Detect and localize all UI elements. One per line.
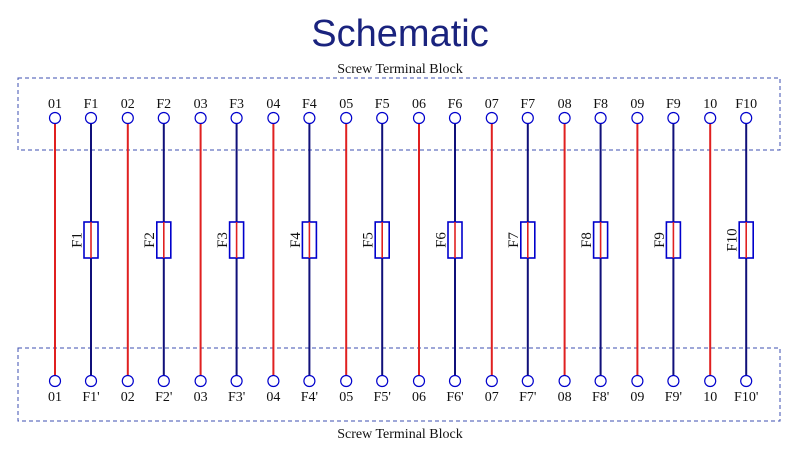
bottom-fuse-label: F8'	[592, 390, 609, 405]
bottom-fuse-label: F6'	[446, 390, 463, 405]
bottom-common-label: 10	[703, 390, 717, 405]
terminal-circle	[667, 374, 680, 388]
bottom-common-label: 04	[266, 390, 280, 405]
top-common-label: 05	[339, 97, 353, 112]
terminal-circle	[48, 374, 62, 388]
terminal-circle	[340, 374, 353, 388]
bottom-fuse-label: F4'	[301, 390, 318, 405]
terminal-circle	[84, 374, 98, 388]
top-fuse-label: F4	[302, 97, 317, 112]
terminal-circle	[412, 374, 426, 388]
bottom-common-label: 08	[558, 390, 572, 405]
fuse-label: F1	[69, 232, 85, 248]
terminal-circle	[267, 111, 280, 125]
page-title: Schematic	[311, 13, 488, 55]
terminal-circle	[194, 374, 207, 388]
bottom-terminal-block	[17, 347, 781, 422]
bottom-common-label: 03	[194, 390, 208, 405]
top-common-label: 07	[485, 97, 499, 112]
bottom-fuse-label: F3'	[228, 390, 245, 405]
fuse-label: F4	[288, 232, 304, 248]
bottom-common-label: 07	[485, 390, 499, 405]
top-common-label: 02	[121, 97, 135, 112]
bottom-fuse-label: F10'	[734, 390, 758, 405]
terminal-circle	[157, 111, 170, 125]
terminal-circle	[448, 374, 462, 388]
bottom-fuse-label: F7'	[519, 390, 536, 405]
bottom-common-label: 02	[121, 390, 135, 405]
terminal-circle	[631, 374, 644, 388]
terminal-circle	[376, 374, 389, 388]
top-fuse-label: F6	[448, 97, 463, 112]
terminal-circle	[340, 111, 353, 125]
fuse-label: F10	[725, 228, 741, 251]
top-fuse-label: F2	[156, 97, 171, 112]
terminal-circle	[521, 374, 534, 388]
terminal-circle	[521, 111, 534, 125]
terminal-circle	[121, 374, 134, 388]
terminal-circle	[230, 374, 243, 388]
top-common-label: 03	[194, 97, 208, 112]
terminal-circle	[448, 111, 462, 125]
terminal-circle	[194, 111, 207, 125]
terminal-circle	[667, 111, 680, 125]
terminal-circle	[485, 111, 498, 125]
terminal-circle	[704, 111, 717, 125]
fuse-label: F5	[361, 232, 377, 248]
top-common-label: 10	[703, 97, 717, 112]
terminal-circle	[157, 374, 170, 388]
top-fuse-label: F5	[375, 97, 390, 112]
top-block-label: Screw Terminal Block	[337, 62, 463, 77]
terminal-circle	[303, 111, 316, 125]
top-terminal-block	[17, 77, 781, 151]
terminal-circle	[230, 111, 243, 125]
top-common-label: 08	[558, 97, 572, 112]
bottom-common-label: 01	[48, 390, 62, 405]
top-common-label: 09	[630, 97, 644, 112]
terminal-circle	[558, 374, 571, 388]
terminal-circle	[740, 111, 753, 125]
top-common-label: 04	[266, 97, 280, 112]
top-fuse-label: F8	[593, 97, 608, 112]
top-fuse-label: F1	[84, 97, 99, 112]
terminal-circle	[594, 111, 607, 125]
terminal-circle	[303, 374, 316, 388]
fuse-label: F7	[506, 232, 522, 248]
terminal-circle	[558, 111, 571, 125]
bottom-common-label: 05	[339, 390, 353, 405]
fuse-label: F2	[142, 232, 158, 248]
top-fuse-label: F7	[520, 97, 535, 112]
top-fuse-label: F9	[666, 97, 681, 112]
bottom-fuse-label: F5'	[374, 390, 391, 405]
top-fuse-label: F10	[735, 97, 757, 112]
terminal-circle	[594, 374, 607, 388]
fuse-label: F6	[433, 232, 449, 248]
bottom-common-label: 06	[412, 390, 426, 405]
top-common-label: 06	[412, 97, 426, 112]
bottom-fuse-label: F1'	[82, 390, 99, 405]
top-fuse-label: F3	[229, 97, 244, 112]
terminal-circle	[704, 374, 717, 388]
bottom-fuse-label: F2'	[155, 390, 172, 405]
terminal-circle	[485, 374, 498, 388]
terminal-circle	[84, 111, 98, 125]
terminal-circle	[631, 111, 644, 125]
terminal-circle	[412, 111, 426, 125]
terminal-circle	[740, 374, 753, 388]
fuse-label: F8	[579, 232, 595, 248]
bottom-common-label: 09	[630, 390, 644, 405]
fuse-label: F3	[215, 232, 231, 248]
terminal-circle	[267, 374, 280, 388]
fuse-label: F9	[652, 232, 668, 248]
bottom-block-label: Screw Terminal Block	[337, 427, 463, 442]
terminal-circle	[376, 111, 389, 125]
terminal-circle	[121, 111, 134, 125]
bottom-fuse-label: F9'	[665, 390, 682, 405]
top-common-label: 01	[48, 97, 62, 112]
terminal-circle	[48, 111, 62, 125]
